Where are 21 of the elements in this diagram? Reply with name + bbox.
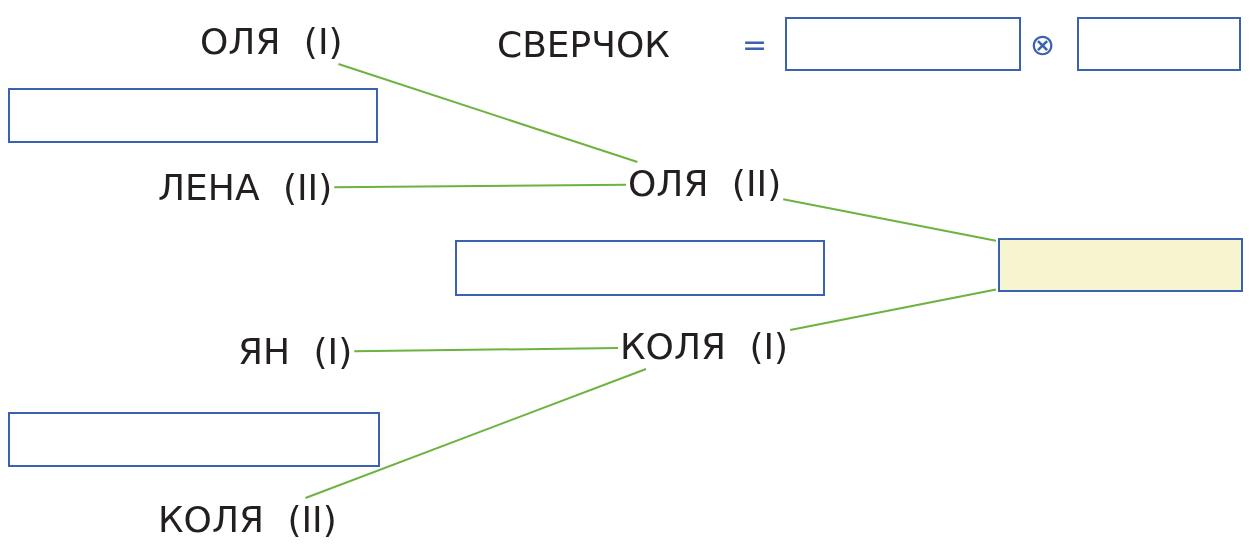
- connector-line: [353, 347, 619, 353]
- name-text: ОЛЯ (I): [200, 22, 343, 62]
- name-text: ОЛЯ (II): [628, 164, 782, 204]
- name-text: ЛЕНА (II): [158, 168, 333, 208]
- connector-line: [333, 183, 627, 189]
- connector-line: [789, 288, 997, 332]
- name-text: ЯН (I): [238, 332, 353, 372]
- answer-box: [998, 238, 1243, 292]
- answer-box: [8, 88, 378, 143]
- equals-sign: =: [742, 26, 768, 64]
- answer-box: [785, 17, 1021, 71]
- answer-box: [1077, 17, 1241, 71]
- answer-box: [455, 240, 825, 296]
- word-text: СВЕРЧОК: [497, 25, 670, 65]
- connector-line: [337, 63, 639, 163]
- connector-line: [304, 368, 647, 499]
- answer-box: [8, 412, 380, 467]
- multiply-sign: ⊗: [1030, 26, 1056, 64]
- name-text: КОЛЯ (I): [620, 327, 789, 367]
- name-text: КОЛЯ (II): [158, 500, 337, 540]
- connector-line: [782, 198, 997, 242]
